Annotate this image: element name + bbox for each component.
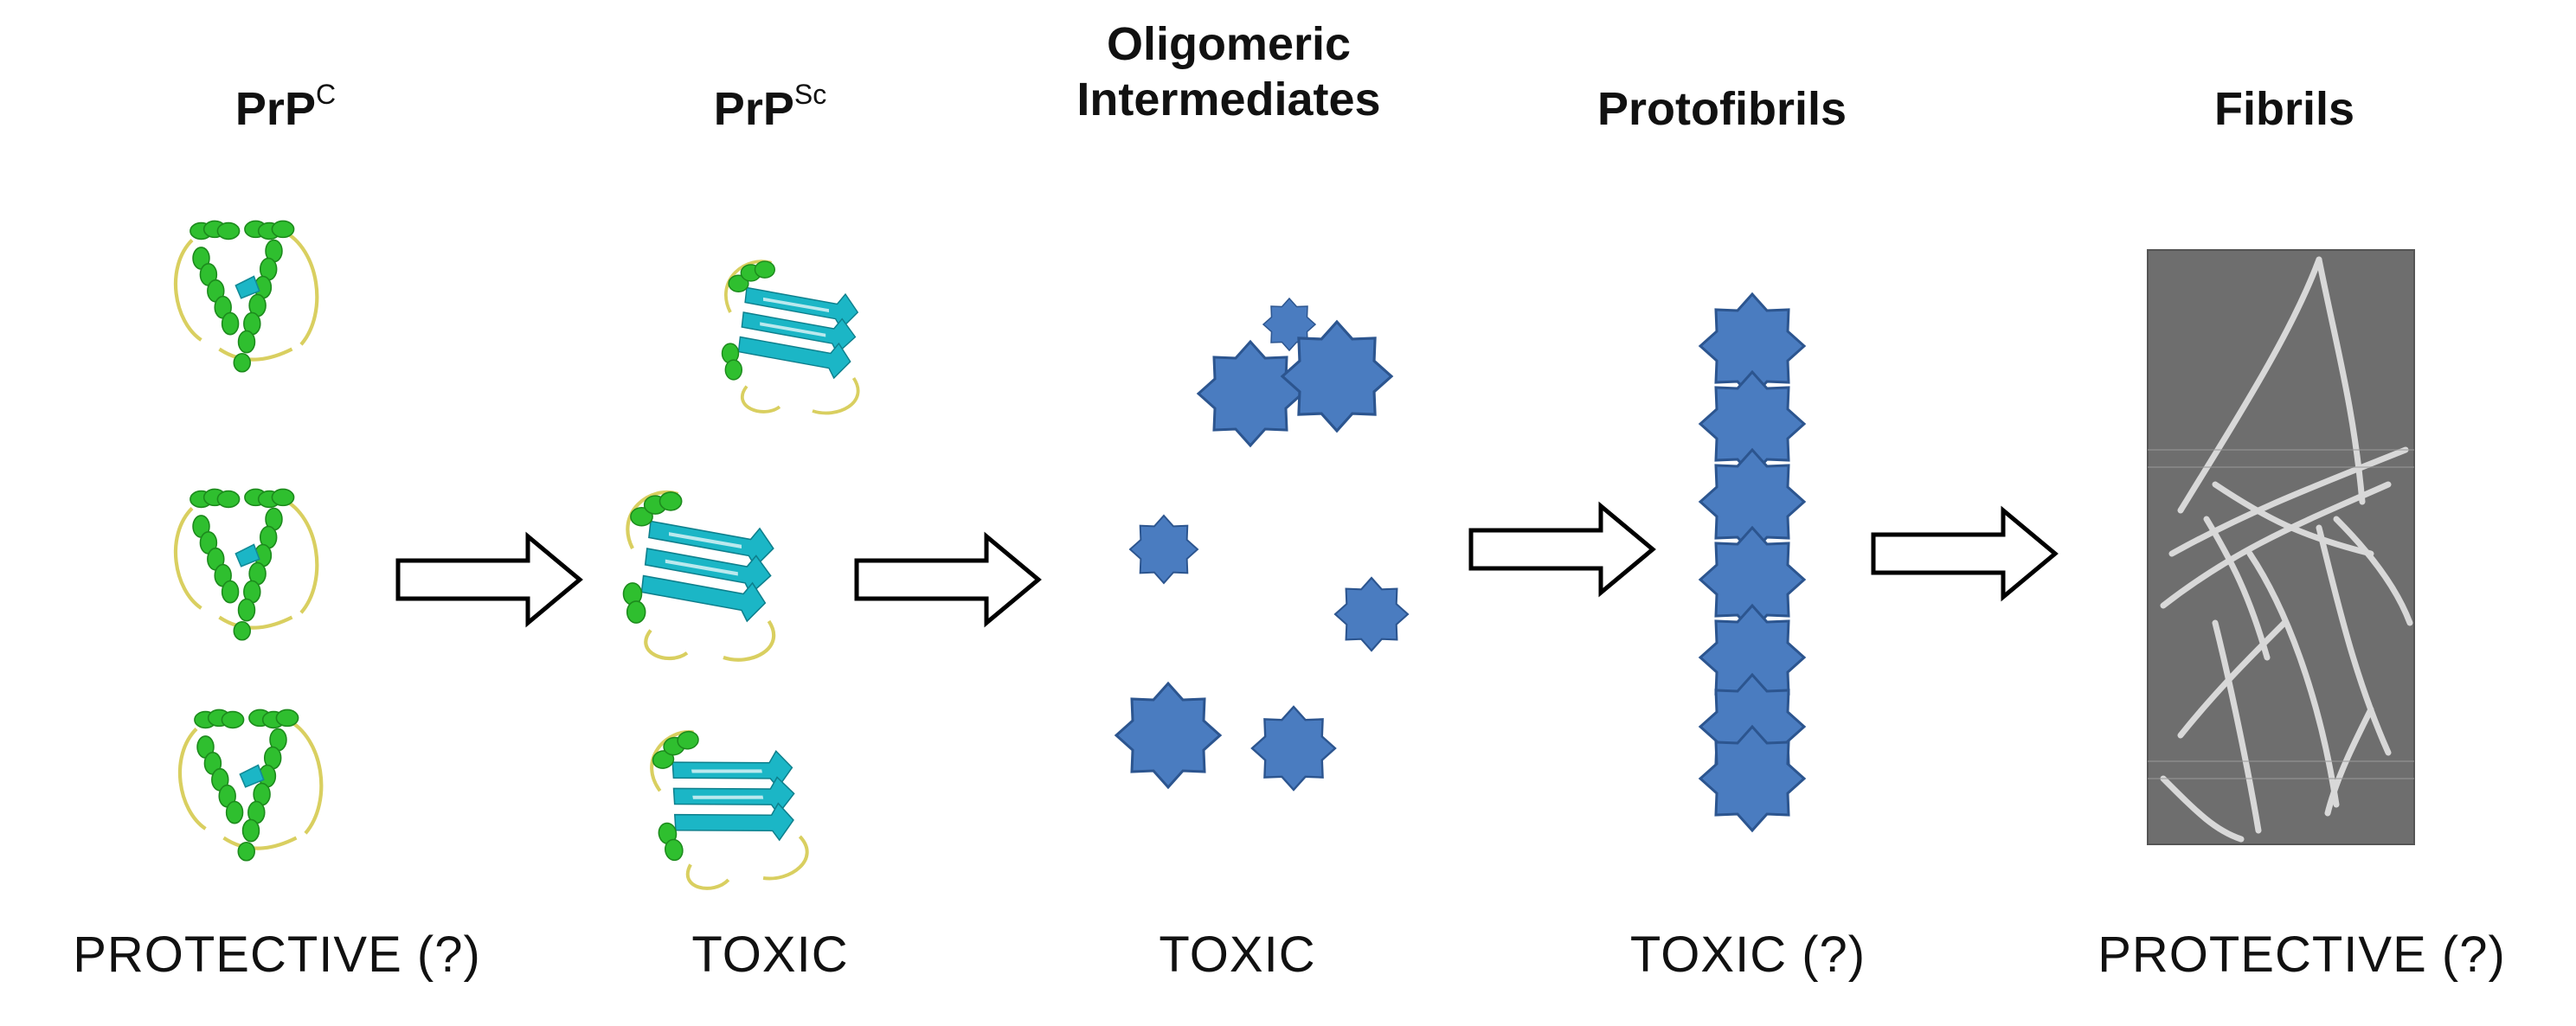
fibril-micrograph <box>2147 249 2415 845</box>
title-fibrils: Fibrils <box>2213 83 2355 135</box>
hollow-arrow-icon <box>857 536 1038 623</box>
verdict-fibrils: PROTECTIVE (?) <box>2097 927 2506 983</box>
prp-c-structure-icon <box>176 221 321 860</box>
hollow-arrow-icon <box>398 536 580 623</box>
title-oligomeric-intermediates: Oligomeric Intermediates <box>1076 18 1381 125</box>
verdict-prpsc: TOXIC <box>691 927 849 983</box>
protofibril-stack <box>1699 292 1806 832</box>
title-protofibrils: Protofibrils <box>1596 83 1847 135</box>
hollow-arrow-icon <box>1471 506 1653 593</box>
prp-sc-structure-icon <box>624 260 860 899</box>
oligomer-star-icon <box>1115 298 1410 792</box>
verdict-prpc: PROTECTIVE (?) <box>73 927 481 983</box>
verdict-oligomeric: TOXIC <box>1159 927 1316 983</box>
verdict-protofibrils: TOXIC (?) <box>1629 927 1866 983</box>
hollow-arrow-icon <box>1873 510 2055 597</box>
title-prpsc: PrPSc <box>713 79 827 135</box>
title-prpc: PrPC <box>234 79 337 135</box>
